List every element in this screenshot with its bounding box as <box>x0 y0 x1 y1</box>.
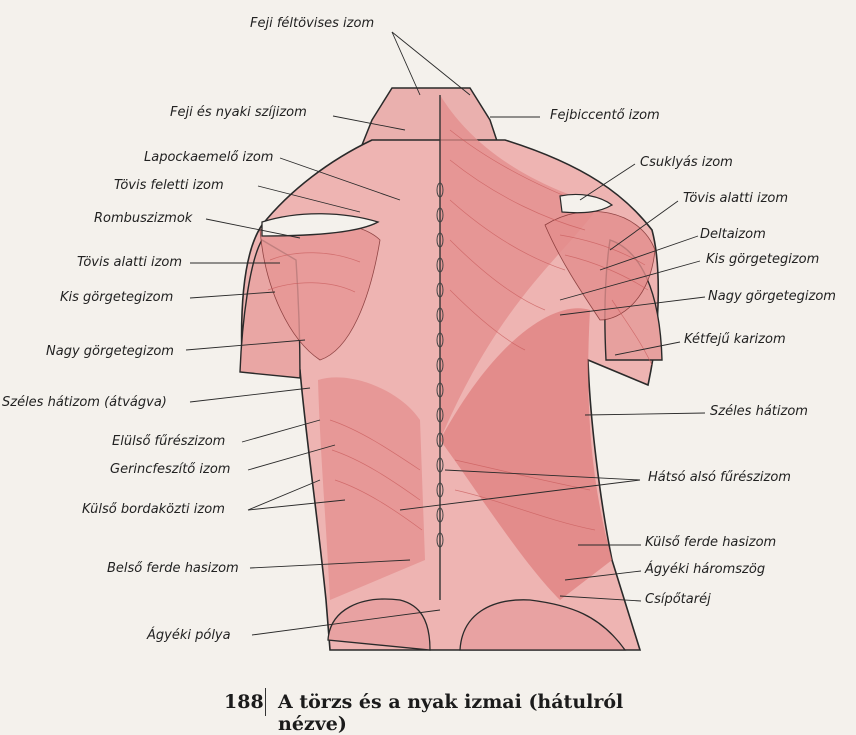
label-left-9: Gerincfeszítő izom <box>110 462 231 477</box>
label-right-10: Ágyéki háromszög <box>645 562 766 577</box>
latissimus-muscle <box>440 308 612 600</box>
vertebrae <box>436 182 444 548</box>
scapula-right <box>559 193 614 214</box>
label-left-7: Széles hátizom (átvágva) <box>2 395 167 410</box>
caption-title: A törzs és a nyak izmai (hátulról nézve) <box>278 691 624 735</box>
label-right-0: Fejbiccentő izom <box>550 108 660 123</box>
iliac-crest-left <box>327 598 431 651</box>
leader-lines <box>185 31 706 636</box>
label-right-11: Csípőtaréj <box>645 592 711 607</box>
label-left-1: Lapockaemelő izom <box>144 150 274 165</box>
label-left-11: Belső ferde hasizom <box>107 561 239 576</box>
label-right-5: Nagy görgetegizom <box>708 289 836 304</box>
label-right-2: Tövis alatti izom <box>683 191 789 206</box>
label-left-6: Nagy görgetegizom <box>46 344 174 359</box>
label-left-10: Külső bordaközti izom <box>82 502 225 517</box>
label-left-3: Rombuszizmok <box>94 211 193 226</box>
label-left-0: Feji és nyaki szíjizom <box>170 105 307 120</box>
iliac-crest-right <box>459 599 627 651</box>
scapula-left <box>261 213 380 237</box>
label-top-feji-feltovises: Feji féltövises izom <box>250 16 375 31</box>
label-right-1: Csuklyás izom <box>640 155 733 170</box>
label-left-2: Tövis feletti izom <box>114 178 224 193</box>
label-left-8: Elülső fűrészizom <box>112 434 226 449</box>
figure-caption: 188 A törzs és a nyak izmai (hátulról né… <box>224 688 654 735</box>
label-right-3: Deltaizom <box>700 227 766 242</box>
label-left-12: Ágyéki pólya <box>147 628 231 643</box>
label-right-9: Külső ferde hasizom <box>645 535 777 550</box>
left-ribs-area <box>318 377 425 600</box>
label-right-4: Kis görgetegizom <box>706 252 820 267</box>
label-left-5: Kis görgetegizom <box>60 290 174 305</box>
trapezius-muscle <box>440 95 600 440</box>
muscle-fibres <box>267 129 653 531</box>
label-right-6: Kétfejű karizom <box>684 332 786 347</box>
label-right-8: Hátsó alsó fűrészizom <box>648 470 791 485</box>
caption-divider <box>265 688 266 716</box>
page-number: 188 <box>224 691 264 713</box>
label-left-4: Tövis alatti izom <box>77 255 183 270</box>
label-right-7: Széles hátizom <box>710 404 808 419</box>
